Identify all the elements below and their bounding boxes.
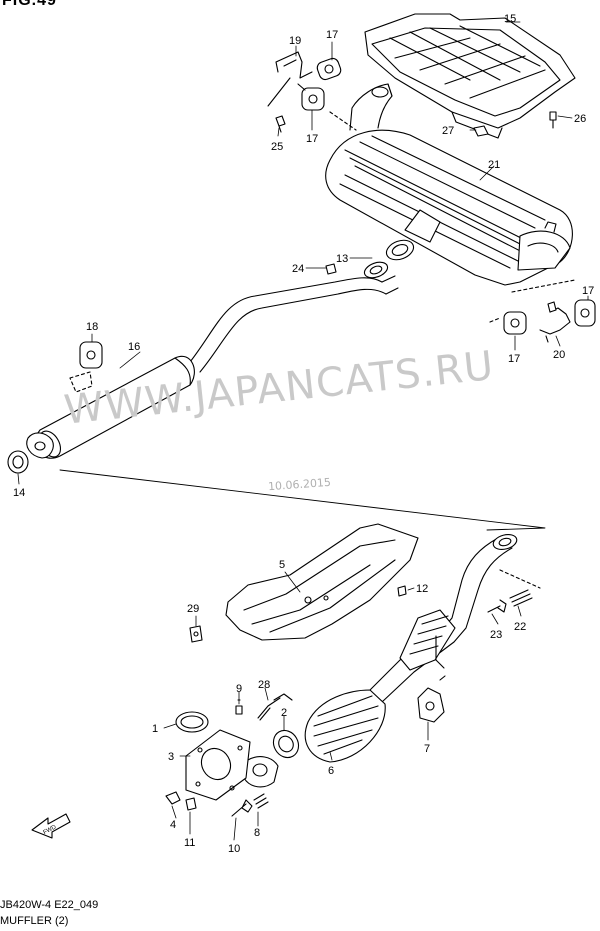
callout-14: 14 bbox=[13, 487, 25, 499]
callout-26: 26 bbox=[574, 113, 586, 125]
heat-shield-upper bbox=[364, 13, 576, 139]
callout-27: 27 bbox=[442, 125, 454, 137]
callout-4: 4 bbox=[170, 819, 176, 831]
sub-muffler-hanger bbox=[69, 341, 103, 393]
figure-label: FIG.49 bbox=[2, 0, 57, 9]
callout-6: 6 bbox=[328, 765, 334, 777]
callout-2: 2 bbox=[281, 707, 287, 719]
front-pipe-converter bbox=[243, 534, 518, 788]
callout-16: 16 bbox=[128, 341, 140, 353]
callout-20: 20 bbox=[553, 349, 565, 361]
callout-10: 10 bbox=[228, 843, 240, 855]
callout-numbers: 15 21 19 17 17 25 26 27 13 24 17 17 20 1… bbox=[13, 13, 594, 855]
callout-19: 19 bbox=[289, 35, 301, 47]
heat-shield-lower bbox=[225, 523, 419, 641]
front-gasket-14 bbox=[7, 450, 29, 474]
callout-12: 12 bbox=[416, 583, 428, 595]
rear-muffler bbox=[325, 83, 573, 286]
callout-25: 25 bbox=[271, 141, 283, 153]
callout-leaders bbox=[17, 21, 589, 841]
callout-5: 5 bbox=[279, 559, 285, 571]
callout-22: 22 bbox=[514, 621, 526, 633]
callout-28: 28 bbox=[258, 679, 270, 691]
callout-17c: 17 bbox=[582, 285, 594, 297]
callout-7: 7 bbox=[424, 743, 430, 755]
forward-direction-arrow-icon bbox=[31, 813, 71, 839]
callout-1: 1 bbox=[152, 723, 158, 735]
callout-11: 11 bbox=[184, 837, 195, 849]
small-fasteners bbox=[165, 625, 293, 817]
callout-3: 3 bbox=[168, 751, 174, 763]
callout-24: 24 bbox=[292, 263, 304, 275]
bolts-rear bbox=[275, 111, 557, 137]
callout-17b: 17 bbox=[306, 133, 318, 145]
center-pipe-sub-muffler bbox=[26, 275, 399, 459]
callout-29: 29 bbox=[187, 603, 199, 615]
callout-17a: 17 bbox=[326, 29, 338, 41]
bolts-22-23 bbox=[487, 569, 541, 613]
callout-9: 9 bbox=[236, 683, 242, 695]
callout-15: 15 bbox=[504, 13, 516, 25]
callout-13: 13 bbox=[336, 253, 348, 265]
callout-18: 18 bbox=[86, 321, 98, 333]
callout-17d: 17 bbox=[508, 353, 520, 365]
gasket-and-nut-mid bbox=[325, 239, 415, 279]
callout-8: 8 bbox=[254, 827, 260, 839]
callout-23: 23 bbox=[490, 629, 502, 641]
rear-hanger-right bbox=[489, 279, 596, 343]
diagram-title: MUFFLER (2) bbox=[0, 915, 69, 927]
front-hanger bbox=[417, 675, 446, 723]
manifold-flange bbox=[175, 711, 251, 801]
rear-hanger-top bbox=[267, 51, 357, 131]
diagram-code: JB420W-4 E22_049 bbox=[0, 899, 99, 911]
callout-21: 21 bbox=[488, 159, 500, 171]
